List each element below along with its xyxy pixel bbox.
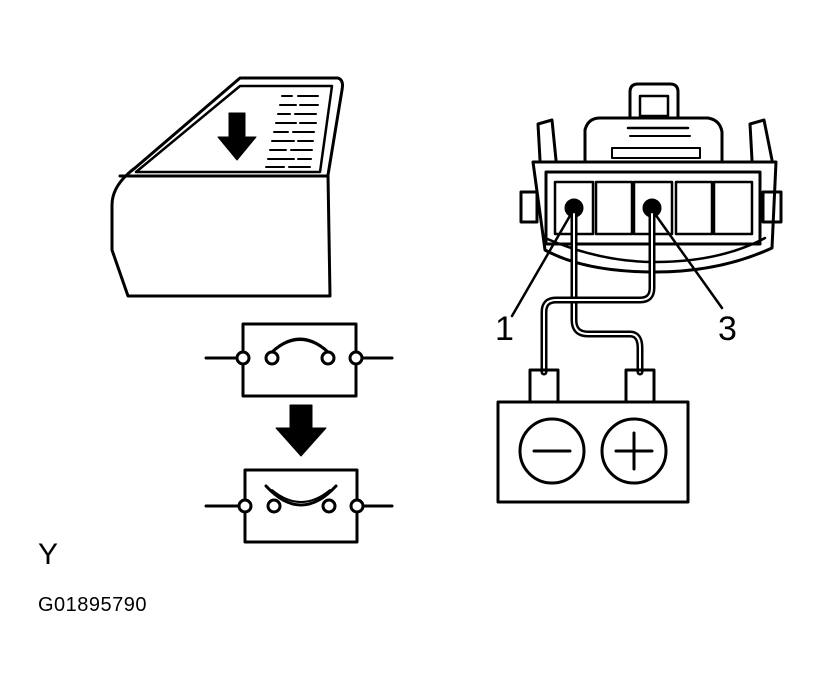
- pin-3-label: 3: [718, 310, 737, 348]
- test-leads: [540, 210, 656, 376]
- figure-code-label: G01895790: [38, 594, 148, 616]
- down-arrow-icon: [275, 404, 327, 457]
- leader-line-3: [653, 212, 724, 310]
- battery-positive-icon: [600, 417, 668, 485]
- battery-negative-icon: [518, 417, 586, 485]
- switch-state-lower: [204, 468, 394, 544]
- view-letter-label: Y: [38, 538, 59, 571]
- door-illustration: [110, 76, 344, 298]
- battery: [496, 368, 690, 504]
- contact-arc-down: [264, 484, 338, 507]
- door-window-frame: [134, 84, 334, 174]
- switch-state-upper: [204, 322, 394, 398]
- down-arrow-icon: [217, 112, 257, 161]
- leader-line-1: [510, 212, 573, 318]
- window-glass-hatching: [265, 95, 319, 168]
- connector-illustration: [510, 82, 783, 318]
- door-outline: [110, 76, 344, 298]
- pin-1-label: 1: [495, 310, 514, 348]
